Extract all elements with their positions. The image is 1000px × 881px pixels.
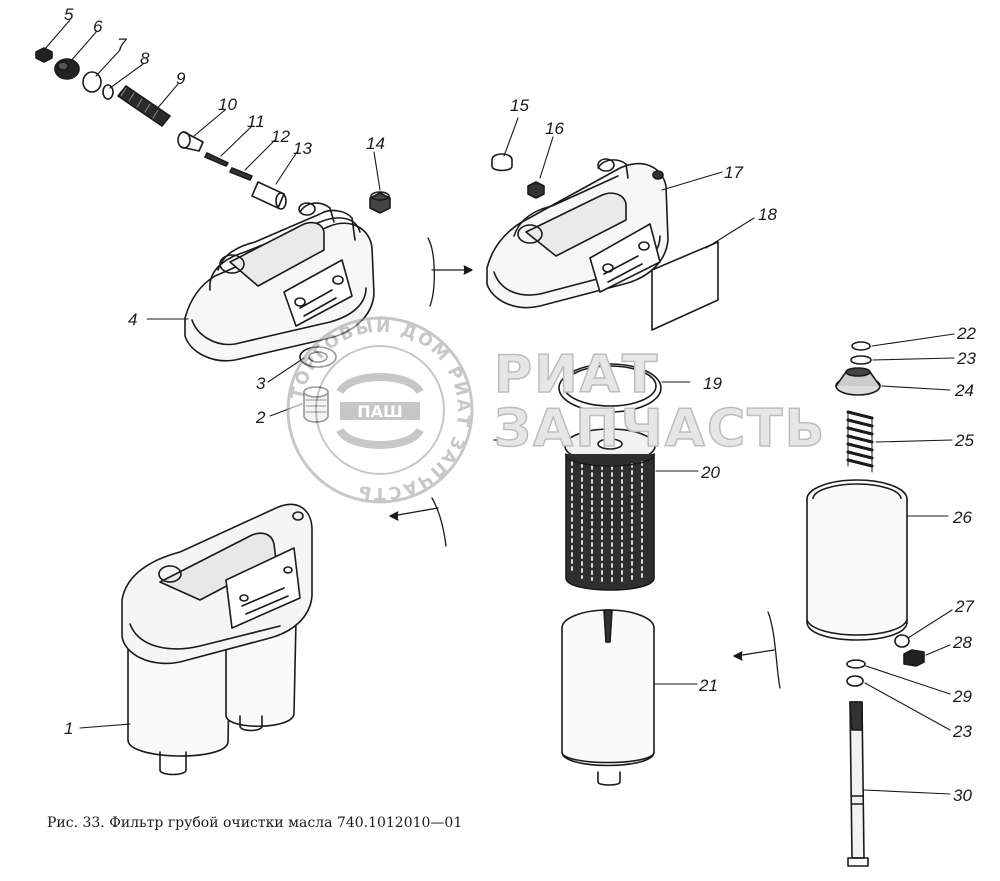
watermark-brand-line-2: ЗАПЧАСТЬ <box>493 399 827 459</box>
part-label-22: 22 <box>957 324 976 343</box>
part-16-plug <box>527 181 545 199</box>
part-1-filter-assembly <box>121 503 313 776</box>
part-10-valve <box>177 131 204 152</box>
part-26-housing-cup <box>806 479 908 641</box>
part-label-19: 19 <box>703 374 722 393</box>
part-label-28: 28 <box>953 633 972 652</box>
part-9-spring <box>117 85 171 127</box>
part-23-ring-top <box>850 355 872 365</box>
figure-caption: Рис. 33. Фильтр грубой очистки масла 740… <box>47 815 463 831</box>
watermark-logo: ТОРГОВЫЙ ДОМ РИАТ ЗАПЧАСТЬ ПАШ <box>286 315 474 504</box>
watermark-brand: РИАТ ЗАПЧАСТЬ <box>493 345 827 459</box>
part-11-pin <box>204 152 229 167</box>
part-label-27: 27 <box>955 597 974 616</box>
part-27-ring <box>894 634 910 648</box>
part-25-spring <box>846 410 874 473</box>
part-5-plug <box>35 47 53 63</box>
part-17-housing <box>486 158 669 309</box>
watermark-brand-line-1: РИАТ <box>493 345 660 405</box>
leader-lines <box>43 19 955 795</box>
part-22-ring <box>851 341 871 351</box>
part-30-rod <box>847 701 869 867</box>
part-7-ring <box>82 71 102 93</box>
part-label-11: 11 <box>247 112 265 131</box>
part-label-7: 7 <box>117 35 127 54</box>
part-label-4: 4 <box>128 310 138 329</box>
part-label-23-top: 23 <box>957 349 976 368</box>
part-23-ring-bottom <box>846 675 864 687</box>
part-label-1: 1 <box>64 719 74 738</box>
part-label-21: 21 <box>699 676 718 695</box>
part-8-ring <box>102 84 114 100</box>
part-label-12: 12 <box>271 127 290 146</box>
part-28-plug <box>903 649 925 667</box>
part-20-filter-element <box>564 428 656 591</box>
part-14-fitting <box>369 191 391 214</box>
part-label-2: 2 <box>256 408 266 427</box>
part-18-gasket-sheet <box>651 241 719 331</box>
part-label-3: 3 <box>256 374 266 393</box>
part-19-sealing-ring <box>558 363 662 413</box>
part-label-8: 8 <box>140 49 150 68</box>
part-label-30: 30 <box>953 786 972 805</box>
part-21-cup <box>561 609 655 786</box>
part-label-25: 25 <box>955 431 974 450</box>
part-label-14: 14 <box>366 134 385 153</box>
assembly-arrow-middle <box>389 439 507 547</box>
part-label-13: 13 <box>293 139 312 158</box>
part-label-6: 6 <box>93 17 103 36</box>
part-12-pin <box>229 167 253 181</box>
part-label-26: 26 <box>953 508 972 527</box>
part-label-10: 10 <box>218 95 237 114</box>
assembly-arrow-bottom <box>733 611 781 689</box>
part-24-valve-cap <box>835 367 881 396</box>
assembly-arrow-top <box>427 237 473 307</box>
part-label-23-bottom: 23 <box>953 722 972 741</box>
part-label-18: 18 <box>758 205 777 224</box>
part-label-24: 24 <box>955 381 974 400</box>
part-6-cap-nut <box>54 58 80 80</box>
part-label-17: 17 <box>724 163 743 182</box>
part-4-housing <box>184 202 375 362</box>
part-label-20: 20 <box>701 463 720 482</box>
watermark-logo-center: ПАШ <box>357 402 403 421</box>
part-label-9: 9 <box>176 69 186 88</box>
part-label-15: 15 <box>510 96 529 115</box>
part-29-ring <box>846 659 866 669</box>
part-label-29: 29 <box>953 687 972 706</box>
part-15-plug <box>491 153 513 172</box>
part-13-sleeve <box>251 181 287 210</box>
part-label-5: 5 <box>64 5 74 24</box>
part-label-16: 16 <box>545 119 564 138</box>
